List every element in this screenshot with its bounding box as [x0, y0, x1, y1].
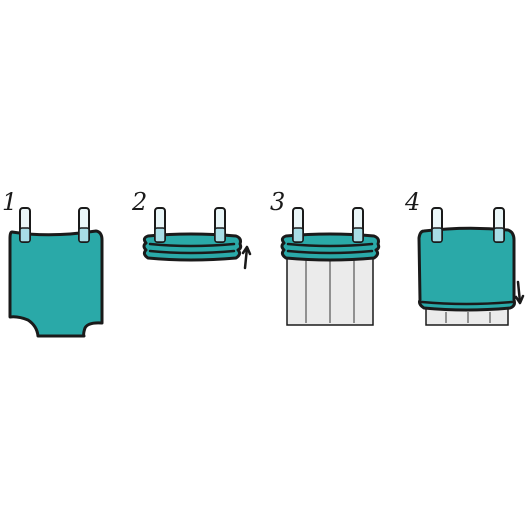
- step-1-illustration: [8, 207, 104, 338]
- step-2-number: 2: [132, 188, 148, 216]
- clothespin-icon: [292, 207, 304, 243]
- clothespin-icon: [431, 207, 443, 243]
- clothespin-icon: [154, 207, 166, 243]
- clothespin-icon: [352, 207, 364, 243]
- clothespin-icon: [214, 207, 226, 243]
- clothespin-icon: [78, 207, 90, 243]
- clothespin-icon: [19, 207, 31, 243]
- step-2-illustration: [142, 207, 252, 270]
- step-4-number: 4: [405, 188, 421, 216]
- garment-body: [417, 226, 516, 312]
- step-3-illustration: [280, 207, 381, 326]
- step-4-illustration: [417, 207, 525, 326]
- step-3-number: 3: [270, 188, 286, 216]
- step-1-number: 1: [2, 188, 18, 216]
- garment-body: [8, 229, 104, 338]
- clothespin-icon: [493, 207, 505, 243]
- arrow-up-icon: [241, 245, 252, 270]
- arrow-down-icon: [514, 280, 525, 305]
